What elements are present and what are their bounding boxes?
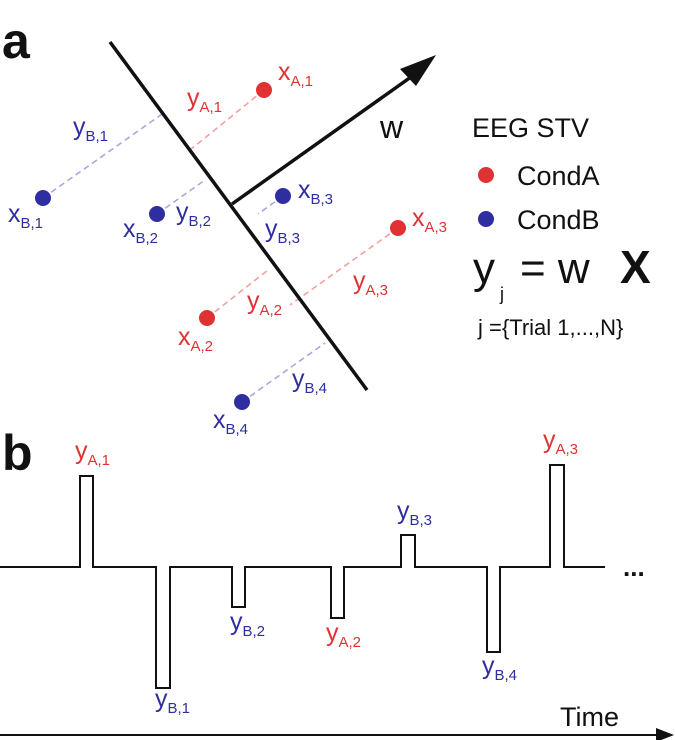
equation-eq-w: = w [520,244,590,293]
pulse-label-yB2: yB,2 [230,608,265,640]
proj-line-a3 [289,227,399,306]
label-xB1: xB,1 [8,200,43,232]
pulse-label-yB4: yB,4 [482,652,517,684]
proj-line-b4 [241,342,326,403]
point-xB4 [234,394,250,410]
time-axis-arrowhead [656,728,674,740]
time-axis-label: Time [560,702,619,732]
pulse-labels: yA,1 yB,1 yB,2 yA,2 yB,3 yB,4 yA,3 [75,426,578,717]
w-label: w [379,109,404,145]
point-xA1 [256,82,272,98]
proj-label-yA2: yA,2 [247,287,282,319]
data-points [35,82,406,410]
legend-conda-marker [478,167,494,183]
point-xB2 [149,206,165,222]
label-xB3: xB,3 [298,176,333,208]
ellipsis: ... [623,552,645,582]
proj-line-a2 [206,269,269,319]
equation-y-sub: j [499,284,504,304]
projection-labels: yA,1 yA,2 yA,3 yB,1 yB,2 yB,3 yB,4 [73,84,388,397]
equation-X: X [620,241,651,293]
projection-axis-line [108,40,369,392]
equation-y: y [473,244,495,293]
legend-condb-label: CondB [517,205,600,235]
proj-line-b1 [42,111,166,199]
proj-line-a1 [189,89,265,151]
proj-label-yA1: yA,1 [187,84,222,116]
legend-conda-label: CondA [517,161,600,191]
legend-title: EEG STV [472,113,589,143]
pulse-label-yA2: yA,2 [326,619,361,651]
w-arrowhead [400,55,436,86]
legend-condb-marker [478,211,494,227]
proj-label-yA3: yA,3 [353,267,388,299]
pulse-label-yA1: yA,1 [75,437,110,469]
point-xA3 [390,220,406,236]
point-labels: xA,1 xA,2 xA,3 xB,1 xB,2 xB,3 xB,4 [8,58,447,438]
pulse-label-yB1: yB,1 [155,685,190,717]
label-xA1: xA,1 [278,58,313,90]
proj-label-yB2: yB,2 [176,198,211,230]
proj-label-yB4: yB,4 [292,365,327,397]
point-xB1 [35,190,51,206]
legend: EEG STV CondA CondB [472,113,600,235]
pulse-label-yB3: yB,3 [397,497,432,529]
label-xB4: xB,4 [213,406,248,438]
equation-index: j ={Trial 1,...,N} [477,315,623,340]
point-xA2 [199,310,215,326]
proj-label-yB3: yB,3 [265,215,300,247]
label-xA2: xA,2 [178,323,213,355]
pulse-label-yA3: yA,3 [543,426,578,458]
label-xB2: xB,2 [123,215,158,247]
w-vector-line [230,70,420,206]
proj-label-yB1: yB,1 [73,113,108,145]
label-xA3: xA,3 [412,204,447,236]
projection-lines [42,89,399,403]
equation: y j = w X j ={Trial 1,...,N} [473,241,651,340]
panel-b-label: b [2,425,33,481]
point-xB3 [275,188,291,204]
panel-a-label: a [2,13,31,69]
stv-time-series [0,464,605,689]
